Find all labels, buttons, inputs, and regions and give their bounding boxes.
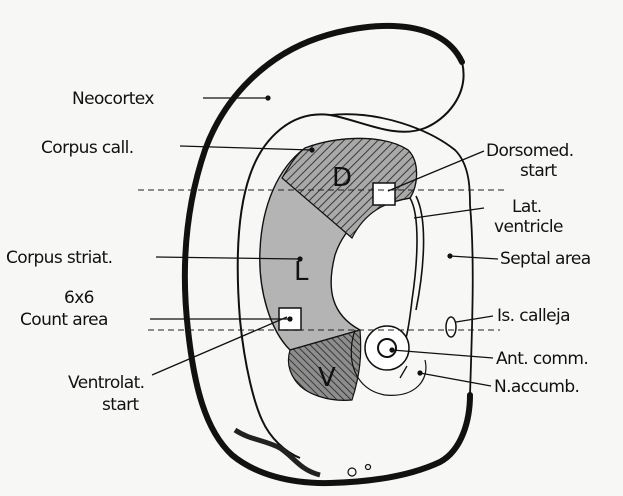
label-septal-area: Septal area [500, 249, 591, 269]
n-accumbens-mark [400, 366, 407, 378]
islands-of-calleja [446, 317, 456, 337]
leader-dot-corpus-striat [297, 256, 302, 261]
leader-dot-n-accumb [417, 370, 422, 375]
label-neocortex: Neocortex [72, 89, 154, 109]
label-dorsomed-2: start [520, 161, 558, 181]
label-ant-comm: Ant. comm. [496, 349, 588, 369]
label-dorsomed-1: Dorsomed. [486, 141, 574, 161]
leader-ventrolat [152, 317, 287, 375]
leader-is-calleja [456, 316, 493, 322]
region-letter-d: D [332, 163, 352, 193]
leader-septal-area [450, 256, 498, 259]
leader-lat-ventricle [414, 208, 484, 218]
bottom-dot-1 [348, 468, 356, 476]
label-ventrolat-1: Ventrolat. [68, 373, 144, 393]
medial-outline [470, 205, 473, 395]
label-count-area: Count area [20, 310, 108, 330]
leader-n-accumb [420, 373, 491, 386]
label-is-calleja: Is. calleja [497, 306, 570, 326]
label-lat-1: Lat. [512, 197, 542, 217]
leader-dot-ant-comm [389, 347, 394, 352]
label-corpus-striat: Corpus striat. [6, 248, 112, 268]
leader-dot-corpus-call [309, 147, 314, 152]
label-count-area-size: 6x6 [64, 288, 94, 308]
label-n-accumb: N.accumb. [494, 377, 579, 397]
label-lat-2: ventricle [494, 217, 563, 237]
leader-dot-neocortex [265, 95, 270, 100]
leader-corpus-call [180, 146, 312, 150]
bottom-dot-2 [366, 465, 371, 470]
leader-dot-count-area [287, 316, 292, 321]
region-letter-l: L [294, 257, 309, 287]
region-letter-v: V [318, 363, 336, 393]
label-ventrolat-2: start [102, 395, 140, 415]
label-corpus-call: Corpus call. [41, 138, 134, 158]
leader-dot-septal-area [447, 253, 452, 258]
dorsomedial-count-box [373, 183, 395, 205]
